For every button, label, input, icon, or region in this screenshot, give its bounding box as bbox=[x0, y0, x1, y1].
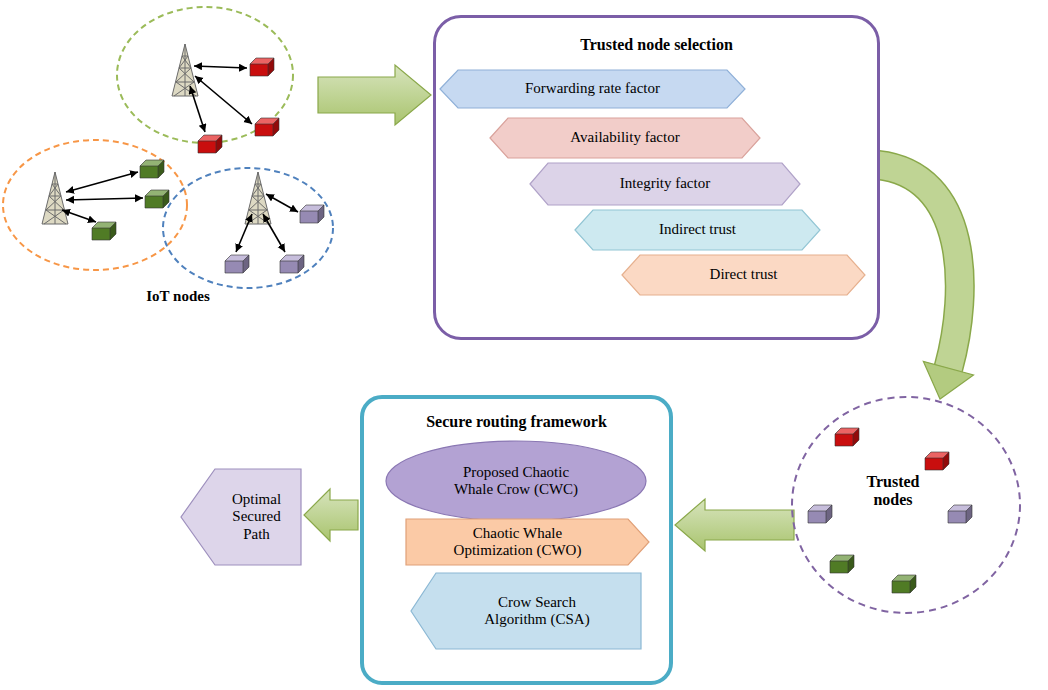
node-title: Trusted node selection bbox=[436, 36, 877, 54]
block-arrow bbox=[318, 65, 431, 125]
shape-label: Forwarding rate factor bbox=[525, 80, 660, 97]
output-pentagon: Optimal Secured Path bbox=[180, 468, 302, 566]
block-arrow bbox=[675, 499, 794, 551]
shape-label: Chaotic Whale Optimization (CWO) bbox=[443, 525, 593, 560]
shape-label: Proposed Chaotic Whale Crow (CWC) bbox=[449, 464, 584, 499]
trust-hexagon-path bbox=[575, 210, 820, 250]
arrow-edge bbox=[878, 165, 960, 368]
shape-label: Availability factor bbox=[570, 129, 679, 146]
factor-hexagon: Forwarding rate factor bbox=[440, 70, 745, 108]
block-arrow bbox=[304, 489, 358, 541]
method-pentagon: Crow Search Algorithm (CSA) bbox=[410, 572, 642, 650]
node-title: Secure routing framework bbox=[364, 413, 669, 431]
factor-hexagon: Availability factor bbox=[490, 118, 760, 158]
shape-label: Optimal Secured Path bbox=[221, 491, 293, 543]
shape-label: Integrity factor bbox=[620, 175, 710, 192]
arrow-body bbox=[318, 65, 431, 125]
arrow-body bbox=[304, 489, 358, 541]
shape-label: Indirect trust bbox=[659, 221, 736, 238]
trusted-nodes-circle-path bbox=[792, 397, 1020, 613]
routing-panel: Secure routing frameworkProposed Chaotic… bbox=[360, 395, 673, 685]
shape-label: Crow Search Algorithm (CSA) bbox=[472, 594, 602, 629]
trust-hexagon: Direct trust bbox=[622, 255, 865, 295]
method-pentagon-path bbox=[406, 519, 649, 565]
method-ellipse-path bbox=[386, 441, 646, 521]
shape-label: Direct trust bbox=[710, 266, 778, 283]
trusted-nodes-circle: Trusted nodes bbox=[790, 395, 1022, 615]
trust-panel: Trusted node selectionForwarding rate fa… bbox=[433, 15, 880, 340]
method-pentagon-path bbox=[411, 573, 641, 649]
arrow-body bbox=[675, 499, 794, 551]
node-title: IoT nodes bbox=[40, 288, 316, 305]
factor-hexagon-path bbox=[440, 70, 745, 108]
node-title: Trusted nodes bbox=[848, 473, 938, 510]
method-ellipse: Proposed Chaotic Whale Crow (CWC) bbox=[385, 440, 647, 522]
arrow-head bbox=[923, 361, 973, 399]
factor-hexagon-path bbox=[490, 118, 760, 158]
arrow-body bbox=[878, 165, 960, 368]
factor-hexagon-path bbox=[530, 163, 800, 205]
iot-group: IoT nodes bbox=[40, 0, 316, 305]
trust-hexagon-path bbox=[622, 255, 865, 295]
output-pentagon-path bbox=[181, 469, 301, 565]
factor-hexagon: Integrity factor bbox=[530, 163, 800, 205]
trust-hexagon: Indirect trust bbox=[575, 210, 820, 250]
method-pentagon: Chaotic Whale Optimization (CWO) bbox=[405, 518, 650, 566]
curved-arrow bbox=[878, 165, 974, 399]
